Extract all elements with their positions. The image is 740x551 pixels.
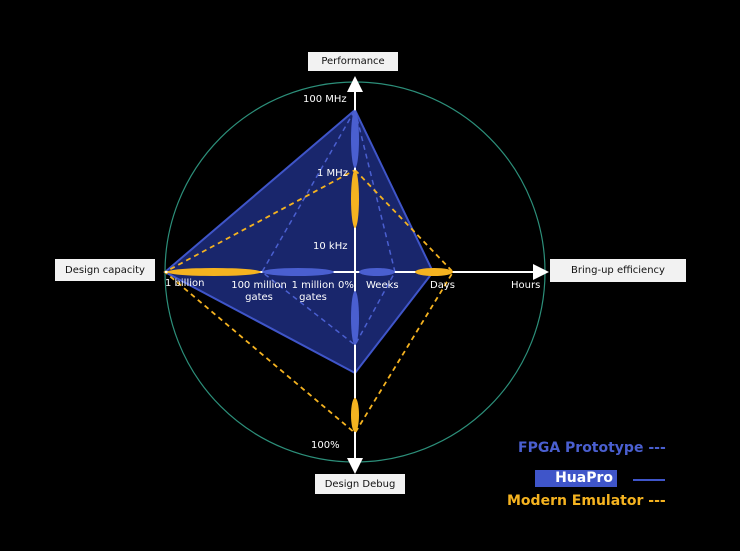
axis-label-performance: Performance <box>308 52 398 71</box>
tick-1-million-gates: 1 million gates <box>291 280 335 303</box>
modern-emulator-polygon <box>163 168 455 435</box>
axis-label-bring-up-efficiency: Bring-up efficiency <box>550 259 686 282</box>
tick-1mhz: 1 MHz <box>317 168 348 179</box>
fpga-capacity-range <box>262 268 334 276</box>
legend-huapro: HuaPro <box>535 470 617 487</box>
emulator-capacity-range <box>167 268 261 276</box>
emulator-bringup-range <box>415 268 453 276</box>
fpga-performance-range <box>351 110 359 168</box>
tick-1-billion: 1 billion <box>165 278 205 289</box>
fpga-debug-range <box>351 291 359 345</box>
emulator-debug-range <box>351 398 359 432</box>
tick-10khz: 10 kHz <box>313 241 348 252</box>
tick-100-percent: 100% <box>311 440 340 451</box>
tick-hours: Hours <box>511 280 541 291</box>
axis-label-design-debug: Design Debug <box>315 474 405 494</box>
legend-modern-emulator: Modern Emulator --- <box>507 493 666 509</box>
tick-weeks: Weeks <box>366 280 399 291</box>
tick-0-percent: 0% <box>338 280 354 291</box>
fpga-prototype-polygon <box>261 108 396 347</box>
huapro-polygon <box>163 108 435 375</box>
axis-label-design-capacity: Design capacity <box>55 259 155 281</box>
tick-days: Days <box>430 280 455 291</box>
emulator-performance-range <box>351 170 359 228</box>
fpga-bringup-range <box>359 268 395 276</box>
tick-100mhz: 100 MHz <box>303 94 347 105</box>
legend-fpga-prototype: FPGA Prototype --- <box>518 440 666 456</box>
legend-huapro-line <box>633 479 665 481</box>
tick-100-million-gates: 100 million gates <box>231 280 287 303</box>
